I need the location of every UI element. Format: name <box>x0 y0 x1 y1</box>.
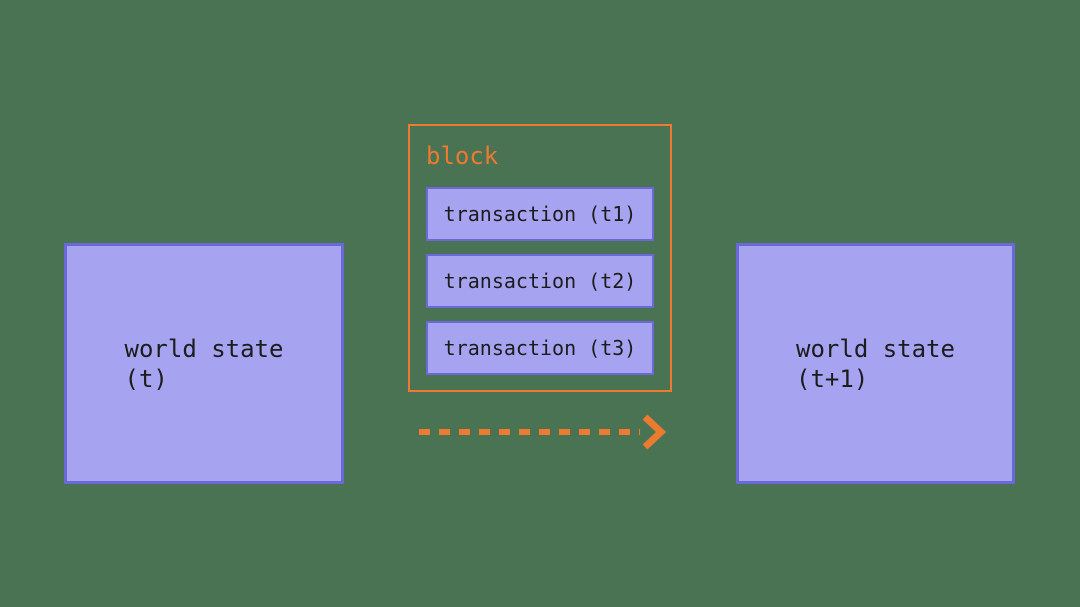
transaction-t2-label: transaction (t2) <box>443 269 637 293</box>
transaction-t2-box: transaction (t2) <box>426 254 654 308</box>
world-state-t1-line1: world state <box>796 334 955 363</box>
block-label: block <box>426 142 499 170</box>
world-state-t-label: world state (t) <box>125 334 284 394</box>
world-state-t-line2: (t) <box>124 364 168 393</box>
block-container: block transaction (t1) transaction (t2) … <box>408 124 672 392</box>
transaction-t1-box: transaction (t1) <box>426 187 654 241</box>
world-state-t1-label: world state (t+1) <box>796 334 955 394</box>
transaction-t3-label: transaction (t3) <box>443 336 637 360</box>
world-state-t-box: world state (t) <box>64 243 344 484</box>
transaction-t3-box: transaction (t3) <box>426 321 654 375</box>
dashed-right-arrow-icon <box>419 414 667 450</box>
transaction-t1-label: transaction (t1) <box>443 202 637 226</box>
world-state-t-line1: world state <box>124 334 284 363</box>
world-state-t1-line2: (t+1) <box>796 364 869 393</box>
world-state-t1-box: world state (t+1) <box>736 243 1015 484</box>
state-transition-arrow <box>408 410 678 455</box>
